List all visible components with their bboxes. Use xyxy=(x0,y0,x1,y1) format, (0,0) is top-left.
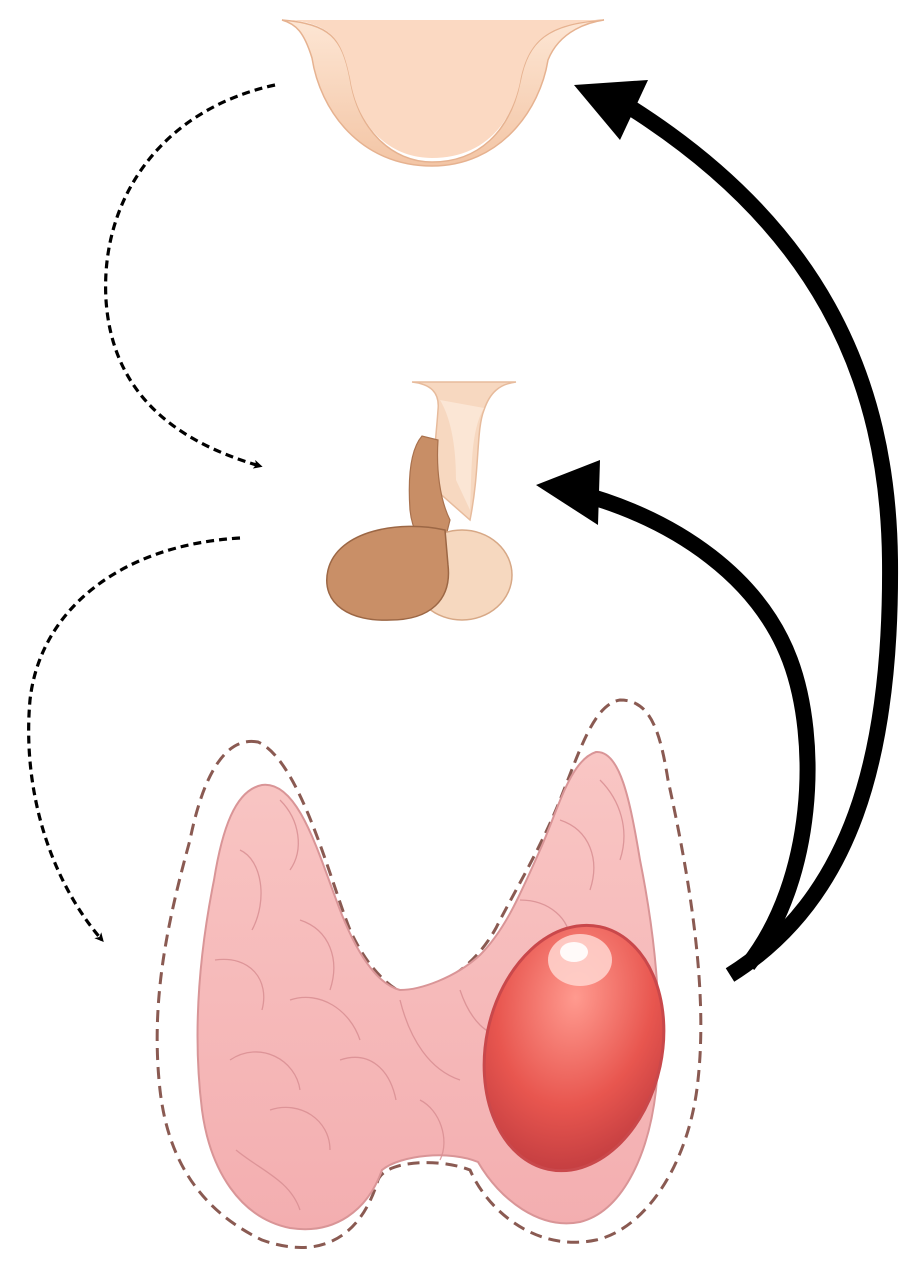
arrow-pituitary-to-thyroid xyxy=(29,538,240,940)
pituitary-icon xyxy=(327,382,516,620)
arrow-hypothalamus-to-pituitary xyxy=(106,85,275,466)
hypothalamus-icon xyxy=(282,20,604,166)
